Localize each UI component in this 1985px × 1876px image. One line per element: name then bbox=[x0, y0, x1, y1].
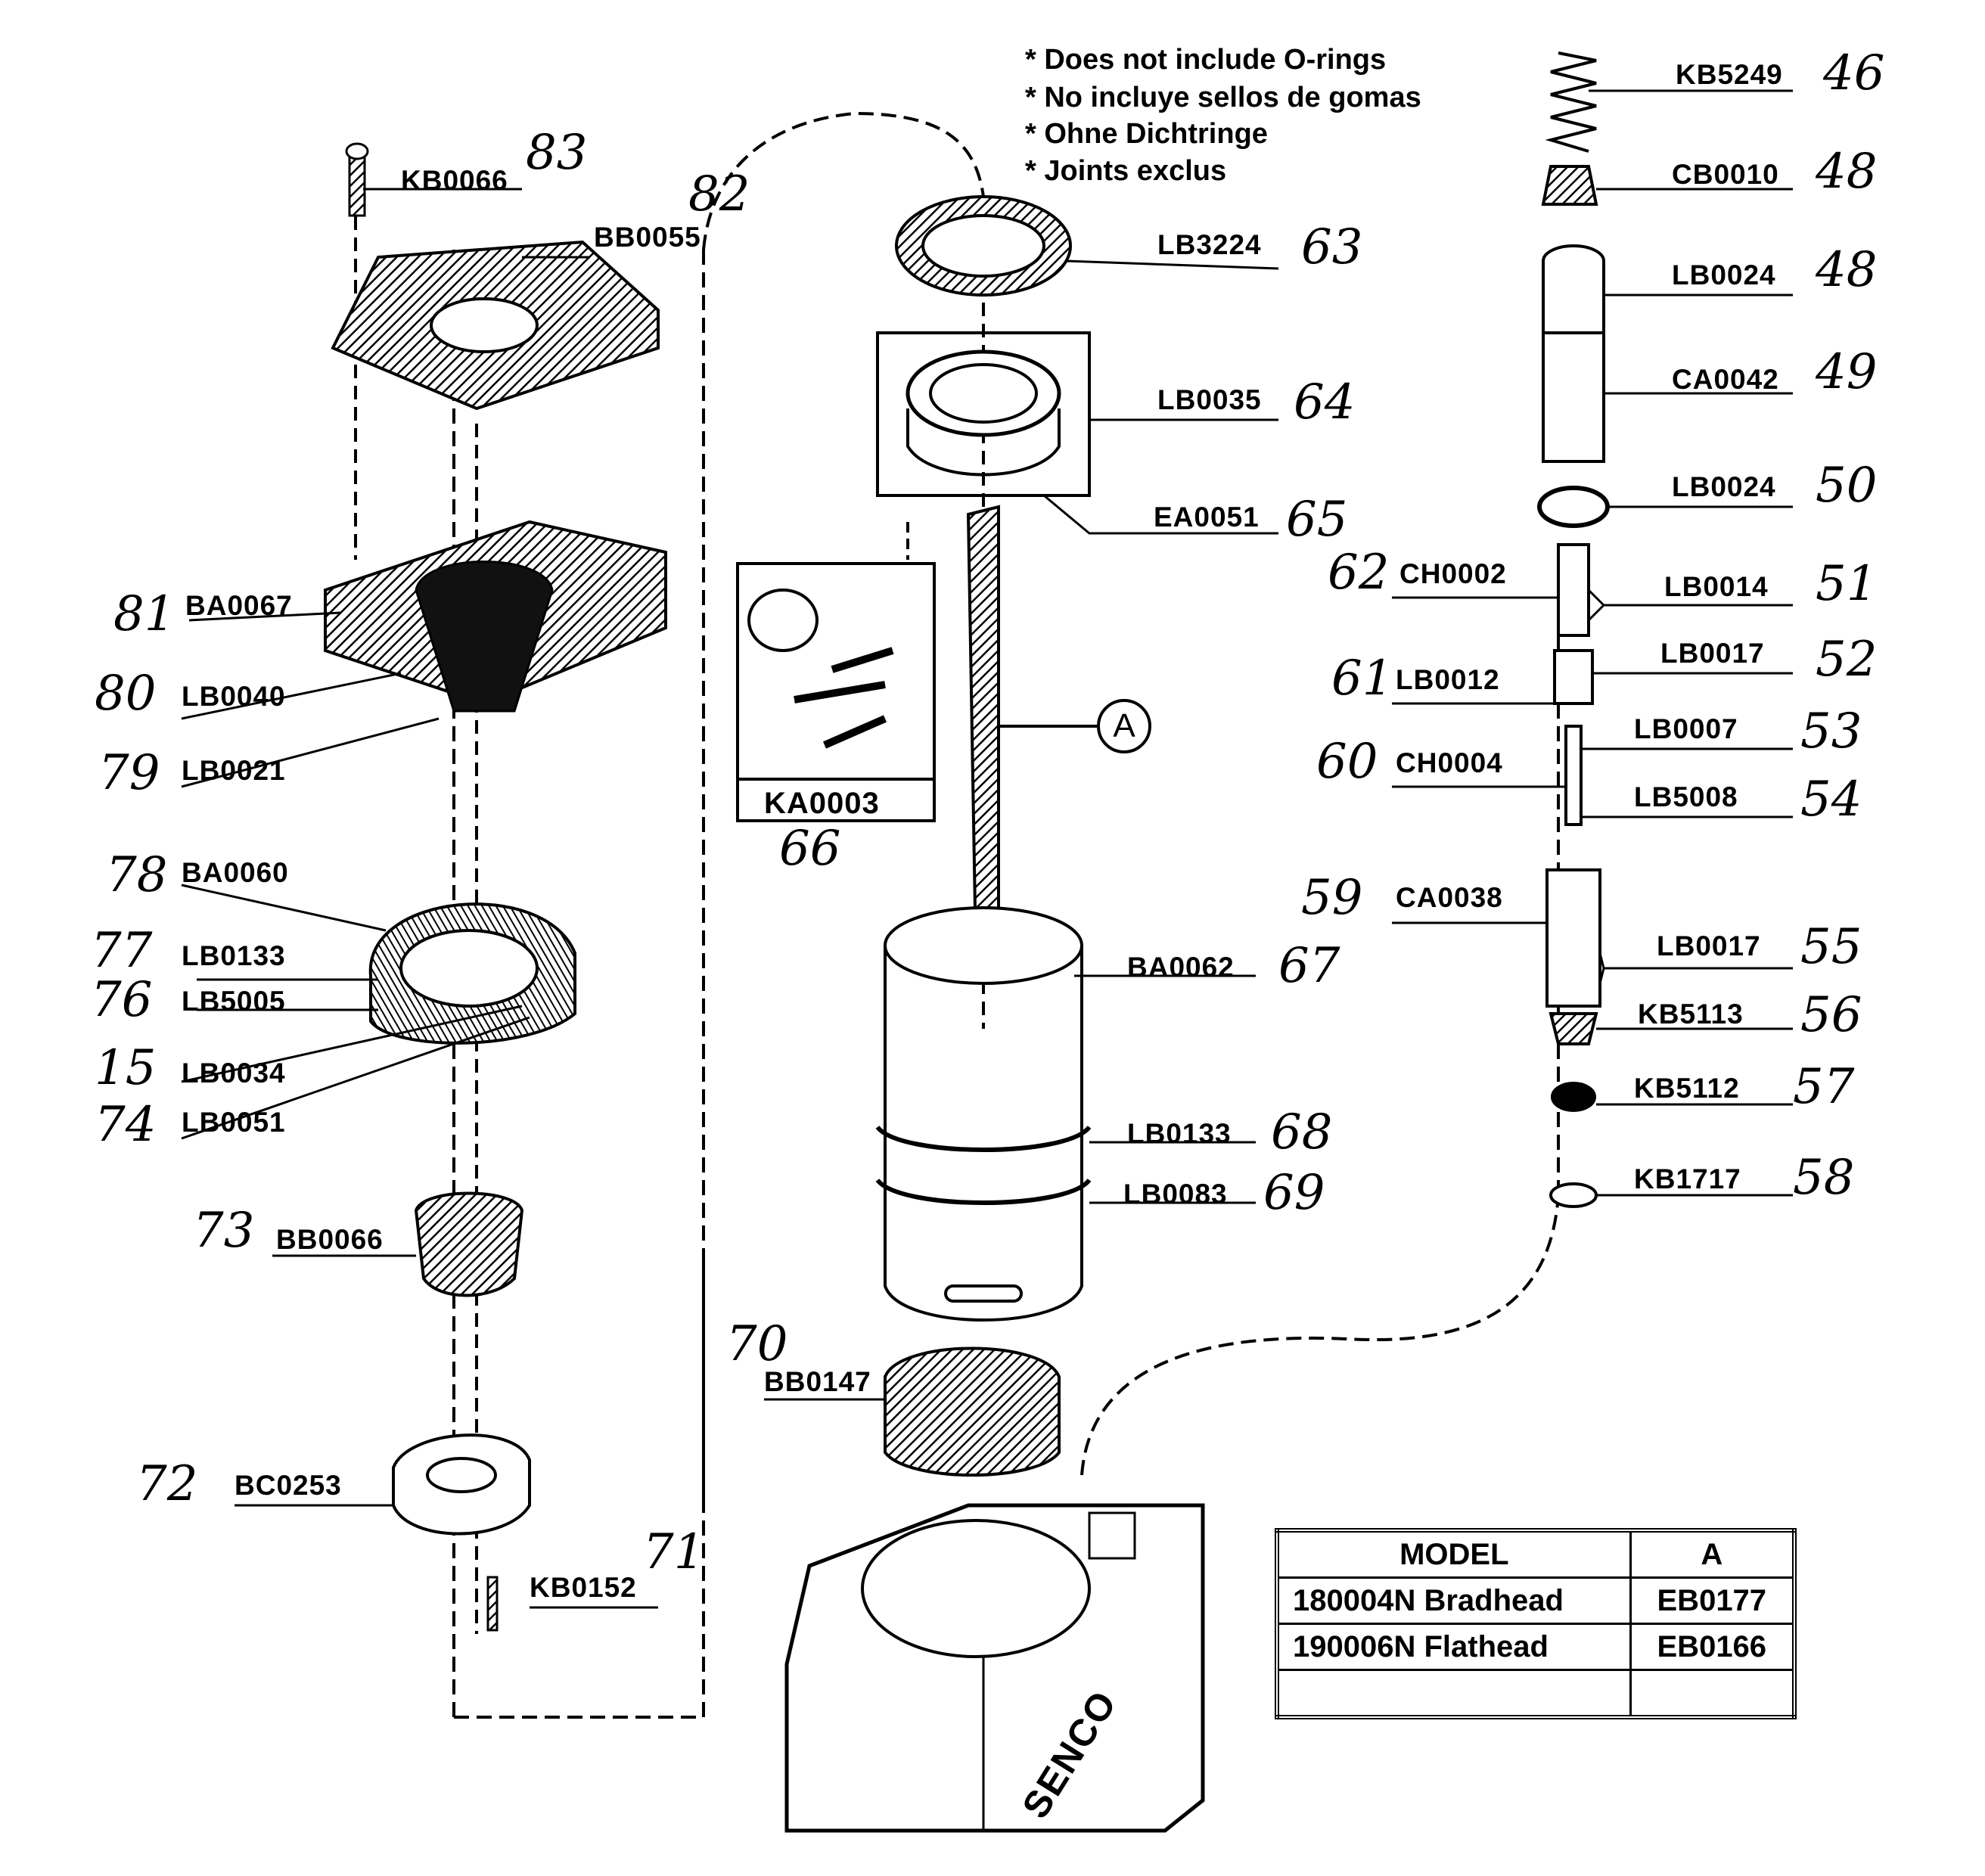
part-code-52: LB0017 bbox=[1660, 638, 1765, 669]
note-line-4: * Joints exclus bbox=[1025, 155, 1227, 187]
ref-number-71: 71 bbox=[643, 1524, 705, 1580]
part-code-50: LB0024 bbox=[1672, 471, 1776, 502]
ref-number-67: 67 bbox=[1278, 938, 1340, 994]
ref-number-77: 77 bbox=[91, 923, 153, 979]
ref-number-79: 79 bbox=[98, 745, 160, 801]
routing-line-left bbox=[454, 1505, 705, 1719]
note-line-3: * Ohne Dichtringe bbox=[1025, 118, 1268, 150]
part-code-51: LB0014 bbox=[1664, 571, 1769, 602]
ref-number-49: 49 bbox=[1816, 344, 1878, 400]
part-code-58: KB1717 bbox=[1634, 1163, 1741, 1194]
part-code-69: LB0083 bbox=[1123, 1179, 1228, 1210]
part-code-62: CH0002 bbox=[1399, 558, 1507, 589]
part-code-64: LB0035 bbox=[1157, 384, 1262, 415]
part-code-67: BA0062 bbox=[1127, 952, 1235, 983]
part-code-71: KB0152 bbox=[530, 1572, 637, 1603]
part-code-70: BB0147 bbox=[764, 1366, 871, 1397]
ref-number-75: 15 bbox=[95, 1040, 157, 1096]
part-code-66: KA0003 bbox=[764, 787, 880, 820]
part-code-68: LB0133 bbox=[1127, 1118, 1232, 1149]
callout-a: A bbox=[1097, 699, 1151, 753]
table-cell-model: 180004N Bradhead bbox=[1275, 1576, 1632, 1625]
part-code-73: BB0066 bbox=[276, 1224, 384, 1255]
part-code-54: LB5008 bbox=[1634, 781, 1738, 812]
ref-number-69: 69 bbox=[1263, 1165, 1325, 1221]
part-code-74: LB0051 bbox=[182, 1107, 286, 1138]
table-row: 180004N Bradhead EB0177 bbox=[1275, 1576, 1796, 1625]
ref-number-54: 54 bbox=[1800, 772, 1862, 828]
note-line-1: * Does not include O-rings bbox=[1025, 44, 1387, 76]
part-code-46: KB5249 bbox=[1676, 59, 1783, 90]
ref-number-61: 61 bbox=[1331, 651, 1393, 707]
part-code-53: LB0007 bbox=[1634, 713, 1738, 744]
ref-number-48: 48 bbox=[1816, 242, 1878, 298]
ref-number-53: 53 bbox=[1800, 704, 1862, 759]
ref-number-59: 59 bbox=[1301, 870, 1363, 926]
ref-number-82: 82 bbox=[688, 166, 750, 222]
ref-number-65: 65 bbox=[1286, 492, 1348, 548]
ref-number-78: 78 bbox=[106, 847, 168, 903]
part-code-78: BA0060 bbox=[182, 857, 289, 888]
part-code-60: CH0004 bbox=[1396, 747, 1503, 778]
ref-number-74: 74 bbox=[95, 1097, 157, 1153]
part-code-76: LB5005 bbox=[182, 986, 286, 1017]
table-cell-a bbox=[1629, 1669, 1796, 1719]
part-code-65: EA0051 bbox=[1154, 502, 1260, 533]
table-header-row: MODEL A bbox=[1275, 1529, 1796, 1579]
screw-kb0066 bbox=[345, 142, 369, 217]
table-header-a: A bbox=[1629, 1529, 1796, 1579]
part-code-77: LB0133 bbox=[182, 940, 286, 971]
part-code-55: LB0017 bbox=[1657, 930, 1761, 961]
part-code-81: BA0067 bbox=[185, 590, 293, 621]
ref-number-66: 66 bbox=[779, 821, 841, 877]
ref-number-58: 58 bbox=[1793, 1150, 1855, 1206]
table-row bbox=[1275, 1669, 1796, 1719]
ref-number-80: 80 bbox=[95, 666, 157, 722]
ref-number-60: 60 bbox=[1316, 734, 1378, 790]
table-cell-a: EB0166 bbox=[1629, 1623, 1796, 1671]
table-header-model: MODEL bbox=[1275, 1529, 1632, 1579]
ref-number-64: 64 bbox=[1294, 374, 1356, 430]
table-row: 190006N Flathead EB0166 bbox=[1275, 1623, 1796, 1671]
part-code-83: KB0066 bbox=[401, 165, 508, 196]
part-code-56: KB5113 bbox=[1638, 999, 1744, 1030]
ref-number-70: 70 bbox=[726, 1316, 788, 1372]
table-cell-model bbox=[1275, 1669, 1632, 1719]
part-code-57: KB5112 bbox=[1634, 1073, 1740, 1104]
table-cell-model: 190006N Flathead bbox=[1275, 1623, 1632, 1671]
part-code-75: LB0034 bbox=[182, 1058, 286, 1089]
table-cell-a: EB0177 bbox=[1629, 1576, 1796, 1625]
note-line-2: * No incluye sellos de gomas bbox=[1025, 82, 1421, 113]
part-code-59: CA0038 bbox=[1396, 882, 1503, 913]
ref-number-73: 73 bbox=[193, 1203, 255, 1259]
routing-line-right bbox=[1080, 1194, 1560, 1476]
ref-number-56: 56 bbox=[1800, 987, 1862, 1043]
part-code-61: LB0012 bbox=[1396, 664, 1500, 695]
model-table: MODEL A 180004N Bradhead EB0177 190006N … bbox=[1275, 1528, 1797, 1719]
part-code-82: BB0055 bbox=[594, 222, 701, 253]
part-code-63: LB3224 bbox=[1157, 229, 1262, 260]
ref-number-72: 72 bbox=[136, 1456, 198, 1512]
ref-number-57: 57 bbox=[1793, 1059, 1855, 1115]
ref-number-83: 83 bbox=[526, 125, 588, 181]
ref-number-68: 68 bbox=[1271, 1104, 1333, 1160]
ref-number-50: 50 bbox=[1816, 458, 1878, 514]
ref-number-52: 52 bbox=[1816, 632, 1878, 688]
part-code-80: LB0040 bbox=[182, 681, 286, 712]
part-code-72: BC0253 bbox=[235, 1470, 342, 1501]
ref-number-81: 81 bbox=[113, 586, 176, 642]
ref-number-62: 62 bbox=[1328, 545, 1390, 601]
ref-number-47: 48 bbox=[1816, 144, 1878, 200]
ref-number-55: 55 bbox=[1800, 919, 1862, 975]
ref-number-46: 46 bbox=[1823, 45, 1885, 101]
part-code-48: LB0024 bbox=[1672, 259, 1776, 290]
part-code-49: CA0042 bbox=[1672, 364, 1779, 395]
part-code-47: CB0010 bbox=[1672, 159, 1779, 190]
part-code-79: LB0021 bbox=[182, 755, 286, 786]
ref-number-76: 76 bbox=[91, 972, 153, 1028]
ref-number-51: 51 bbox=[1816, 556, 1878, 612]
ref-number-63: 63 bbox=[1301, 219, 1363, 275]
